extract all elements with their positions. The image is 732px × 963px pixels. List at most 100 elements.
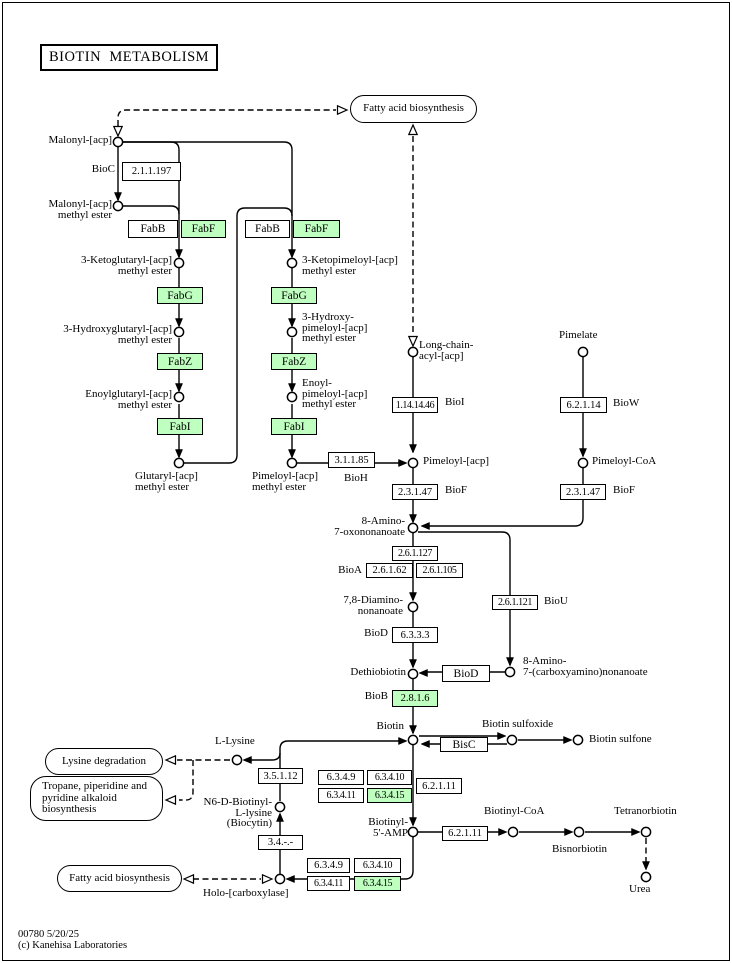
node-pimeloyl-coa[interactable] xyxy=(577,457,589,469)
node-tetranorbiotin[interactable] xyxy=(640,826,652,838)
ec-3.4.-.-[interactable]: 3.4.-.- xyxy=(258,835,303,850)
ec-2.8.1.6[interactable]: 2.8.1.6 xyxy=(392,690,438,707)
ec-6.3.4.9-b[interactable]: 6.3.4.9 xyxy=(307,858,350,873)
open-arrowhead-icon xyxy=(164,754,177,766)
gene-fabB-2[interactable]: FabB xyxy=(245,220,290,238)
gene-fabG-2[interactable]: FabG xyxy=(271,287,317,304)
label-dethiobiotin: Dethiobiotin xyxy=(350,666,406,678)
ec-6.2.1.11-b[interactable]: 6.2.1.11 xyxy=(442,826,488,841)
node-malonyl-acp-methyl-ester[interactable] xyxy=(112,200,124,212)
label-8-amino-7-carboxyamino: 8-Amino- 7-(carboxyamino)nonanoate xyxy=(523,655,648,678)
edge-4 xyxy=(184,207,293,464)
ec-6.3.4.10-b[interactable]: 6.3.4.10 xyxy=(354,858,401,873)
ec-6.3.4.15-b[interactable]: 6.3.4.15 xyxy=(354,876,401,891)
node-l-lysine[interactable] xyxy=(231,754,243,766)
gene-bioD-box[interactable]: BioD xyxy=(442,665,490,682)
node-biotinyl-5-amp[interactable] xyxy=(407,826,419,838)
ec-6.3.4.11-b[interactable]: 6.3.4.11 xyxy=(307,876,350,891)
label-pimeloyl-acp: Pimeloyl-[acp] xyxy=(423,455,489,467)
gene-bisC-box[interactable]: BisC xyxy=(440,737,488,752)
gene-fabB-1[interactable]: FabB xyxy=(128,220,178,238)
arrowhead-icon xyxy=(409,444,417,454)
node-bisnorbiotin[interactable] xyxy=(573,826,585,838)
map-tropane-alkaloid[interactable]: Tropane, piperidine and pyridine alkaloi… xyxy=(30,776,163,821)
arrowhead-icon xyxy=(564,828,574,836)
node-glutaryl[interactable] xyxy=(173,457,185,469)
ec-2.6.1.105[interactable]: 2.6.1.105 xyxy=(416,563,463,578)
node-8-amino-7-oxononanoate[interactable] xyxy=(407,522,419,534)
ec-6.2.1.11-a[interactable]: 6.2.1.11 xyxy=(416,778,462,794)
gene-fabI-2[interactable]: FabI xyxy=(271,418,317,435)
ec-2.3.1.47-mid[interactable]: 2.3.1.47 xyxy=(392,484,438,500)
label-pimelate: Pimelate xyxy=(559,329,598,341)
ec-2.6.1.62[interactable]: 2.6.1.62 xyxy=(366,563,413,578)
node-3-hydroxypimeloyl[interactable] xyxy=(286,326,298,338)
ec-6.3.4.10-a[interactable]: 6.3.4.10 xyxy=(367,770,412,785)
node-biotin[interactable] xyxy=(407,734,419,746)
arrowhead-icon xyxy=(288,318,296,328)
edge-3 xyxy=(123,205,180,215)
ec-2.3.1.47-right[interactable]: 2.3.1.47 xyxy=(560,484,606,500)
arrowhead-icon xyxy=(175,249,183,259)
label-bioI: BioI xyxy=(445,396,465,408)
node-78-diaminononanoate[interactable] xyxy=(407,601,419,613)
label-biotinyl-coa: Biotinyl-CoA xyxy=(484,805,545,817)
edge-25 xyxy=(249,752,281,761)
node-3-ketopimeloyl[interactable] xyxy=(286,257,298,269)
arrowhead-icon xyxy=(409,592,417,602)
node-enoylglutaryl[interactable] xyxy=(173,391,185,403)
label-biotin: Biotin xyxy=(376,720,404,732)
node-biotin-sulfoxide[interactable] xyxy=(506,734,518,746)
arrowhead-icon xyxy=(579,448,587,458)
node-urea[interactable] xyxy=(640,871,652,883)
map-lysine-degradation[interactable]: Lysine degradation xyxy=(45,748,163,775)
ec-6.2.1.14[interactable]: 6.2.1.14 xyxy=(560,397,607,413)
ec-6.3.4.9-a[interactable]: 6.3.4.9 xyxy=(318,770,364,785)
open-arrowhead-icon xyxy=(407,335,419,348)
map-fatty-acid-biosynthesis-top[interactable]: Fatty acid biosynthesis xyxy=(350,95,477,123)
node-holo-carboxylase[interactable] xyxy=(274,873,286,885)
map-fatty-acid-biosynthesis-bottom[interactable]: Fatty acid biosynthesis xyxy=(57,865,182,892)
ec-6.3.4.15-a[interactable]: 6.3.4.15 xyxy=(367,788,412,803)
arrowhead-icon xyxy=(175,318,183,328)
edge-36 xyxy=(179,760,194,801)
pathway-title-box: BIOTIN METABOLISM xyxy=(40,44,218,71)
ec-2.6.1.127[interactable]: 2.6.1.127 xyxy=(392,546,438,561)
node-malonyl-acp[interactable] xyxy=(112,136,124,148)
node-enoylpimeloyl[interactable] xyxy=(286,391,298,403)
node-pimelate[interactable] xyxy=(577,346,589,358)
node-pimeloyl-acp[interactable] xyxy=(407,457,419,469)
arrowhead-icon xyxy=(631,828,641,836)
node-biotinyl-coa[interactable] xyxy=(507,826,519,838)
ec-2.1.1.197[interactable]: 2.1.1.197 xyxy=(122,162,181,181)
gene-fabZ-1[interactable]: FabZ xyxy=(157,353,203,370)
arrowhead-icon xyxy=(497,732,507,740)
arrowhead-icon xyxy=(288,449,296,459)
arrowhead-icon xyxy=(506,657,514,667)
open-arrowhead-icon xyxy=(164,794,177,806)
arrowhead-icon xyxy=(420,522,430,530)
gene-fabI-1[interactable]: FabI xyxy=(157,418,203,435)
node-3-ketoglutaryl[interactable] xyxy=(173,257,185,269)
label-enoylpimeloyl: Enoyl- pimeloyl-[acp] methyl ester xyxy=(302,377,368,410)
arrowhead-icon xyxy=(114,192,122,202)
label-pimeloyl-coa: Pimeloyl-CoA xyxy=(592,455,657,467)
ec-6.3.4.11-a[interactable]: 6.3.4.11 xyxy=(318,788,364,803)
node-8-amino-7-carboxyamino-nonanoate[interactable] xyxy=(504,666,516,678)
gene-fabG-1[interactable]: FabG xyxy=(157,287,203,304)
gene-fabF-2[interactable]: FabF xyxy=(293,220,340,238)
node-3-hydroxyglutaryl[interactable] xyxy=(173,326,185,338)
node-biocytin[interactable] xyxy=(274,801,286,813)
ec-6.3.3.3[interactable]: 6.3.3.3 xyxy=(392,627,438,643)
ec-3.1.1.85[interactable]: 3.1.1.85 xyxy=(328,452,375,468)
node-pimeloyl-ester[interactable] xyxy=(286,457,298,469)
ec-2.6.1.121[interactable]: 2.6.1.121 xyxy=(492,595,538,610)
ec-1.14.14.46[interactable]: 1.14.14.46 xyxy=(392,397,438,413)
node-biotin-sulfone[interactable] xyxy=(572,734,584,746)
gene-fabF-1[interactable]: FabF xyxy=(181,220,226,238)
ec-3.5.1.12[interactable]: 3.5.1.12 xyxy=(258,768,303,784)
node-long-chain-acyl-acp[interactable] xyxy=(407,346,419,358)
node-dethiobiotin[interactable] xyxy=(407,668,419,680)
gene-fabZ-2[interactable]: FabZ xyxy=(271,353,317,370)
